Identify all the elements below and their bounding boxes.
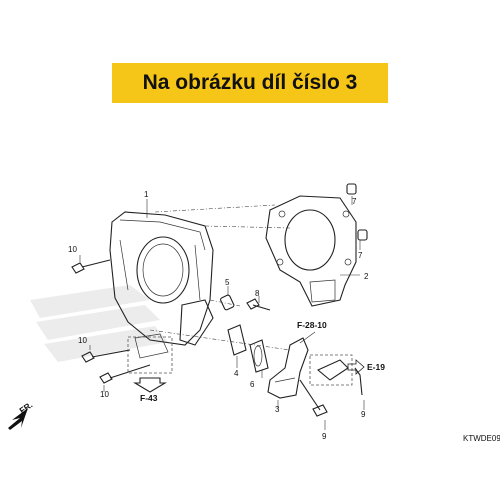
dowel-pin-part bbox=[346, 183, 368, 241]
callout-7b: 7 bbox=[358, 251, 363, 260]
drawing-code: KTWDE0900 bbox=[463, 434, 500, 443]
callout-1: 1 bbox=[144, 190, 149, 199]
callout-2: 2 bbox=[364, 272, 369, 281]
e19-arrow-icon bbox=[347, 359, 365, 375]
f43-ref-box bbox=[127, 336, 173, 374]
pin-part-5 bbox=[220, 294, 235, 311]
callout-10b: 10 bbox=[78, 336, 87, 345]
ref-fr: FR. bbox=[17, 400, 34, 416]
cylinder-block-part bbox=[109, 211, 214, 359]
callout-10a: 10 bbox=[68, 245, 77, 254]
callout-8: 8 bbox=[255, 289, 260, 298]
title-banner: Na obrázku díl číslo 3 bbox=[112, 63, 388, 103]
honda-wing-watermark-icon bbox=[30, 285, 168, 362]
fitting-part bbox=[316, 359, 349, 381]
ref-f43: F-43 bbox=[140, 393, 158, 403]
callout-5: 5 bbox=[225, 278, 230, 287]
callout-3: 3 bbox=[275, 405, 280, 414]
callout-4: 4 bbox=[234, 369, 239, 378]
cylinder-gasket-part bbox=[265, 195, 357, 307]
assembly-lines bbox=[149, 204, 291, 351]
front-arrow-icon bbox=[8, 408, 28, 430]
f43-arrow-icon bbox=[133, 377, 167, 393]
title-text: Na obrázku díl číslo 3 bbox=[142, 71, 358, 94]
callout-6: 6 bbox=[250, 380, 255, 389]
ref-e19: E-19 bbox=[367, 362, 385, 372]
callout-9b: 9 bbox=[361, 410, 366, 419]
callout-9a: 9 bbox=[322, 432, 327, 441]
callout-7a: 7 bbox=[352, 197, 357, 206]
seal-part bbox=[227, 324, 269, 373]
callout-10c: 10 bbox=[100, 390, 109, 399]
ref-f28-10: F-28-10 bbox=[297, 320, 327, 330]
bolt-part bbox=[71, 259, 363, 417]
water-joint-part-3 bbox=[267, 337, 309, 399]
